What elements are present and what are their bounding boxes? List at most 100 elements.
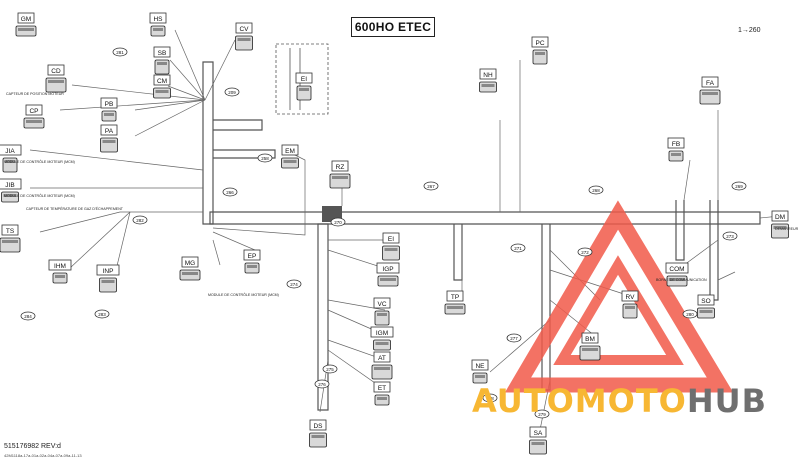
connector-pin-row xyxy=(18,28,34,31)
splice-268: 268 xyxy=(588,185,604,195)
connector-code-box xyxy=(47,64,65,76)
connector-code: SA xyxy=(534,430,543,437)
connector-pin-row xyxy=(104,113,114,116)
connector-pin-row xyxy=(702,92,718,95)
connector-pin-row xyxy=(582,348,598,351)
connector-gm: GM xyxy=(15,12,37,37)
connector-pc: PC xyxy=(531,36,549,65)
connector-cv: CV xyxy=(235,22,253,51)
connector-code-box xyxy=(100,97,118,109)
splice-oval xyxy=(257,153,273,163)
connector-cd: CD xyxy=(45,64,67,93)
connector-code-box xyxy=(382,232,400,244)
connector-pin-row xyxy=(26,120,42,123)
connector-sa: SA xyxy=(529,426,547,455)
connector-code: IGP xyxy=(382,266,393,273)
splice-code: 267 xyxy=(427,184,435,189)
connector-code-box xyxy=(373,351,391,363)
splice-code: 273 xyxy=(726,234,734,239)
connector-code: IGM xyxy=(376,330,388,337)
connector-code: DS xyxy=(313,423,323,430)
connector-code-box xyxy=(697,294,715,306)
connector-code: SO xyxy=(701,298,710,305)
connector-pin-row xyxy=(155,90,169,93)
connector-pin-row xyxy=(102,140,116,143)
splice-code: 277 xyxy=(510,336,518,341)
connector-at: AT xyxy=(371,351,393,380)
connector-code: TP xyxy=(451,294,459,301)
connector-layer: HSCVGMSBCMCDPBPACPJIAJIBTSIHMINPMGEIEMRZ… xyxy=(0,12,789,455)
connector-com: COM xyxy=(665,262,689,287)
connector-code-box xyxy=(153,46,171,58)
connector-code-box xyxy=(100,124,118,136)
component-label: MODULE DE CONTRÔLE MOTEUR (MCM) xyxy=(4,193,75,198)
connector-rv: RV xyxy=(621,290,639,319)
connector-code-box xyxy=(621,290,639,302)
connector-pin-row xyxy=(332,176,348,179)
connector-igm: IGM xyxy=(370,326,394,351)
connector-code-box xyxy=(771,210,789,222)
watermark-logo: AUTOMOTOHUB xyxy=(472,385,767,417)
connector-code-box xyxy=(235,22,253,34)
connector-code: FB xyxy=(672,141,680,148)
connector-pin-row xyxy=(153,28,163,31)
connector-pin-row xyxy=(182,272,198,275)
connector-code-box xyxy=(529,426,547,438)
connector-code: RV xyxy=(626,294,636,301)
splice-code: 274 xyxy=(290,282,298,287)
connector-code-box xyxy=(48,259,72,271)
connector-vc: VC xyxy=(373,297,391,326)
connector-ne: NE xyxy=(471,359,489,384)
connector-pin-row xyxy=(625,306,635,309)
connector-code: IHM xyxy=(54,263,66,270)
connector-pin-row xyxy=(299,88,309,91)
connector-pin-row xyxy=(699,310,713,313)
connector-code: EI xyxy=(301,76,307,83)
connector-code: COM xyxy=(669,266,684,273)
splice-272: 272 xyxy=(577,247,593,257)
connector-fa: FA xyxy=(699,76,721,105)
connector-pin-row xyxy=(671,153,681,156)
connector-code: FA xyxy=(706,80,715,87)
connector-code-box xyxy=(0,144,22,156)
splice-code: 266 xyxy=(226,190,234,195)
connector-code: CM xyxy=(157,78,167,85)
splice-258: 258 xyxy=(257,153,273,163)
connector-code: PA xyxy=(105,128,114,135)
connector-code-box xyxy=(295,72,313,84)
connector-code-box xyxy=(17,12,35,24)
connector-hs: HS xyxy=(149,12,167,37)
splice-code: 272 xyxy=(581,250,589,255)
connector-code: PB xyxy=(105,101,114,108)
connector-jia: JIA xyxy=(0,144,22,173)
splice-277: 277 xyxy=(506,333,522,343)
connector-so: SO xyxy=(697,294,715,319)
connector-code: MG xyxy=(185,260,195,267)
connector-inp: INP xyxy=(96,264,120,293)
splice-oval xyxy=(94,309,110,319)
connector-mg: MG xyxy=(179,256,201,281)
connector-pin-row xyxy=(377,397,387,400)
connector-pin-row xyxy=(447,306,463,309)
splice-oval xyxy=(682,309,698,319)
page-reference: 1→260 xyxy=(738,27,761,34)
component-label: CAPTEUR DE TEMPÉRATURE DE GAZ D'ÉCHAPPEM… xyxy=(26,206,124,211)
connector-pin-row xyxy=(55,275,65,278)
connector-cp: CP xyxy=(23,104,45,129)
splice-oval xyxy=(132,215,148,225)
splice-code: 278 xyxy=(486,396,494,401)
connector-code-box xyxy=(370,326,394,338)
connector-code: VC xyxy=(377,301,386,308)
connector-et: ET xyxy=(373,381,391,406)
connector-code-box xyxy=(96,264,120,276)
splice-281: 281 xyxy=(112,47,128,57)
connector-pin-row xyxy=(283,160,297,163)
connector-code: RZ xyxy=(336,164,345,171)
splice-279: 279 xyxy=(534,409,550,419)
connector-dm: DM xyxy=(771,210,789,239)
connector-pb: PB xyxy=(100,97,118,122)
connector-igp: IGP xyxy=(376,262,400,287)
connector-code: TS xyxy=(6,228,15,235)
connector-pin-row xyxy=(48,80,64,83)
connector-code: ET xyxy=(378,385,386,392)
